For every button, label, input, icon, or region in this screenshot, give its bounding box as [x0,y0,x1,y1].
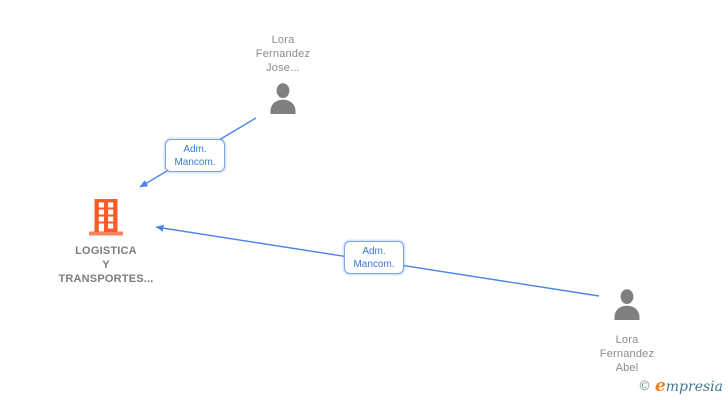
edge-label-adm-mancom-abel: Adm. Mancom. [344,241,404,274]
person-icon [612,289,642,325]
node-name: Lora Fernandez Jose... [233,33,333,75]
node-company-logistica[interactable]: LOGISTICA Y TRANSPORTES... [36,199,176,286]
node-name-line: Fernandez [599,348,655,360]
node-name-line: LOGISTICA [75,245,137,257]
node-name-line: Lora [271,34,295,46]
empresia-logo: ©empresia [638,376,723,396]
building-icon [89,199,123,241]
node-name: LOGISTICA Y TRANSPORTES... [36,244,176,286]
node-name-line: Lora [615,334,639,346]
node-name-line: Jose... [266,62,300,74]
node-name-line: Abel [615,362,639,374]
brand-name: mpresia [665,379,723,395]
brand-initial: e [654,376,666,396]
edge-label-adm-mancom-jose: Adm. Mancom. [165,139,225,172]
node-name-line: TRANSPORTES... [58,273,154,285]
person-icon [268,83,298,119]
node-name-line: Fernandez [255,48,311,60]
node-name-line: Y [102,259,110,271]
node-person-jose[interactable]: Lora Fernandez Jose... [233,33,333,119]
node-name: Lora Fernandez Abel [557,333,697,375]
node-person-abel[interactable]: Lora Fernandez Abel [557,289,697,375]
copyright-icon: © [637,379,651,394]
